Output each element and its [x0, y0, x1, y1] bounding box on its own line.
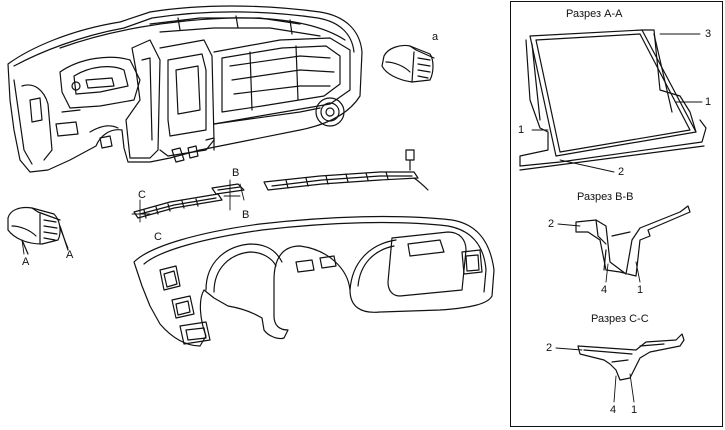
label-A-left: A [22, 256, 30, 268]
section-cc-title: Разрез С-С [591, 313, 649, 325]
label-B-top: B [232, 167, 240, 179]
section-cc-callout-1: 1 [631, 404, 638, 416]
label-A-right: A [66, 249, 74, 261]
section-aa-callout-1-left: 1 [518, 124, 525, 136]
section-cc-callout-4: 4 [610, 404, 617, 416]
lower-dash-panel [133, 215, 495, 347]
section-aa-title: Разрез А-А [566, 8, 623, 20]
label-a: a [432, 31, 439, 43]
dashboard-frame [7, 5, 363, 173]
label-B-bottom: B [242, 209, 250, 221]
section-aa-callout-3: 3 [705, 28, 712, 40]
section-bb-title: Разрез В-В [577, 191, 634, 203]
section-cc-drawing [555, 333, 685, 403]
label-C-top: C [138, 189, 146, 201]
section-views-panel [510, 1, 723, 427]
section-cc-callout-2: 2 [546, 342, 553, 354]
section-aa-callout-1-right: 1 [705, 96, 712, 108]
section-bb-callout-4: 4 [601, 284, 608, 296]
label-C-bottom: C [154, 231, 162, 243]
defroster-nozzle-strips [133, 149, 429, 219]
section-bb-drawing [557, 205, 691, 283]
side-vent-left [7, 206, 69, 255]
section-bb-callout-1: 1 [637, 284, 644, 296]
main-leader-lines [21, 179, 245, 255]
side-vent-a [381, 44, 435, 83]
section-aa-callout-2: 2 [618, 166, 625, 178]
section-bb-callout-2: 2 [548, 218, 555, 230]
section-aa-drawing [519, 29, 707, 173]
